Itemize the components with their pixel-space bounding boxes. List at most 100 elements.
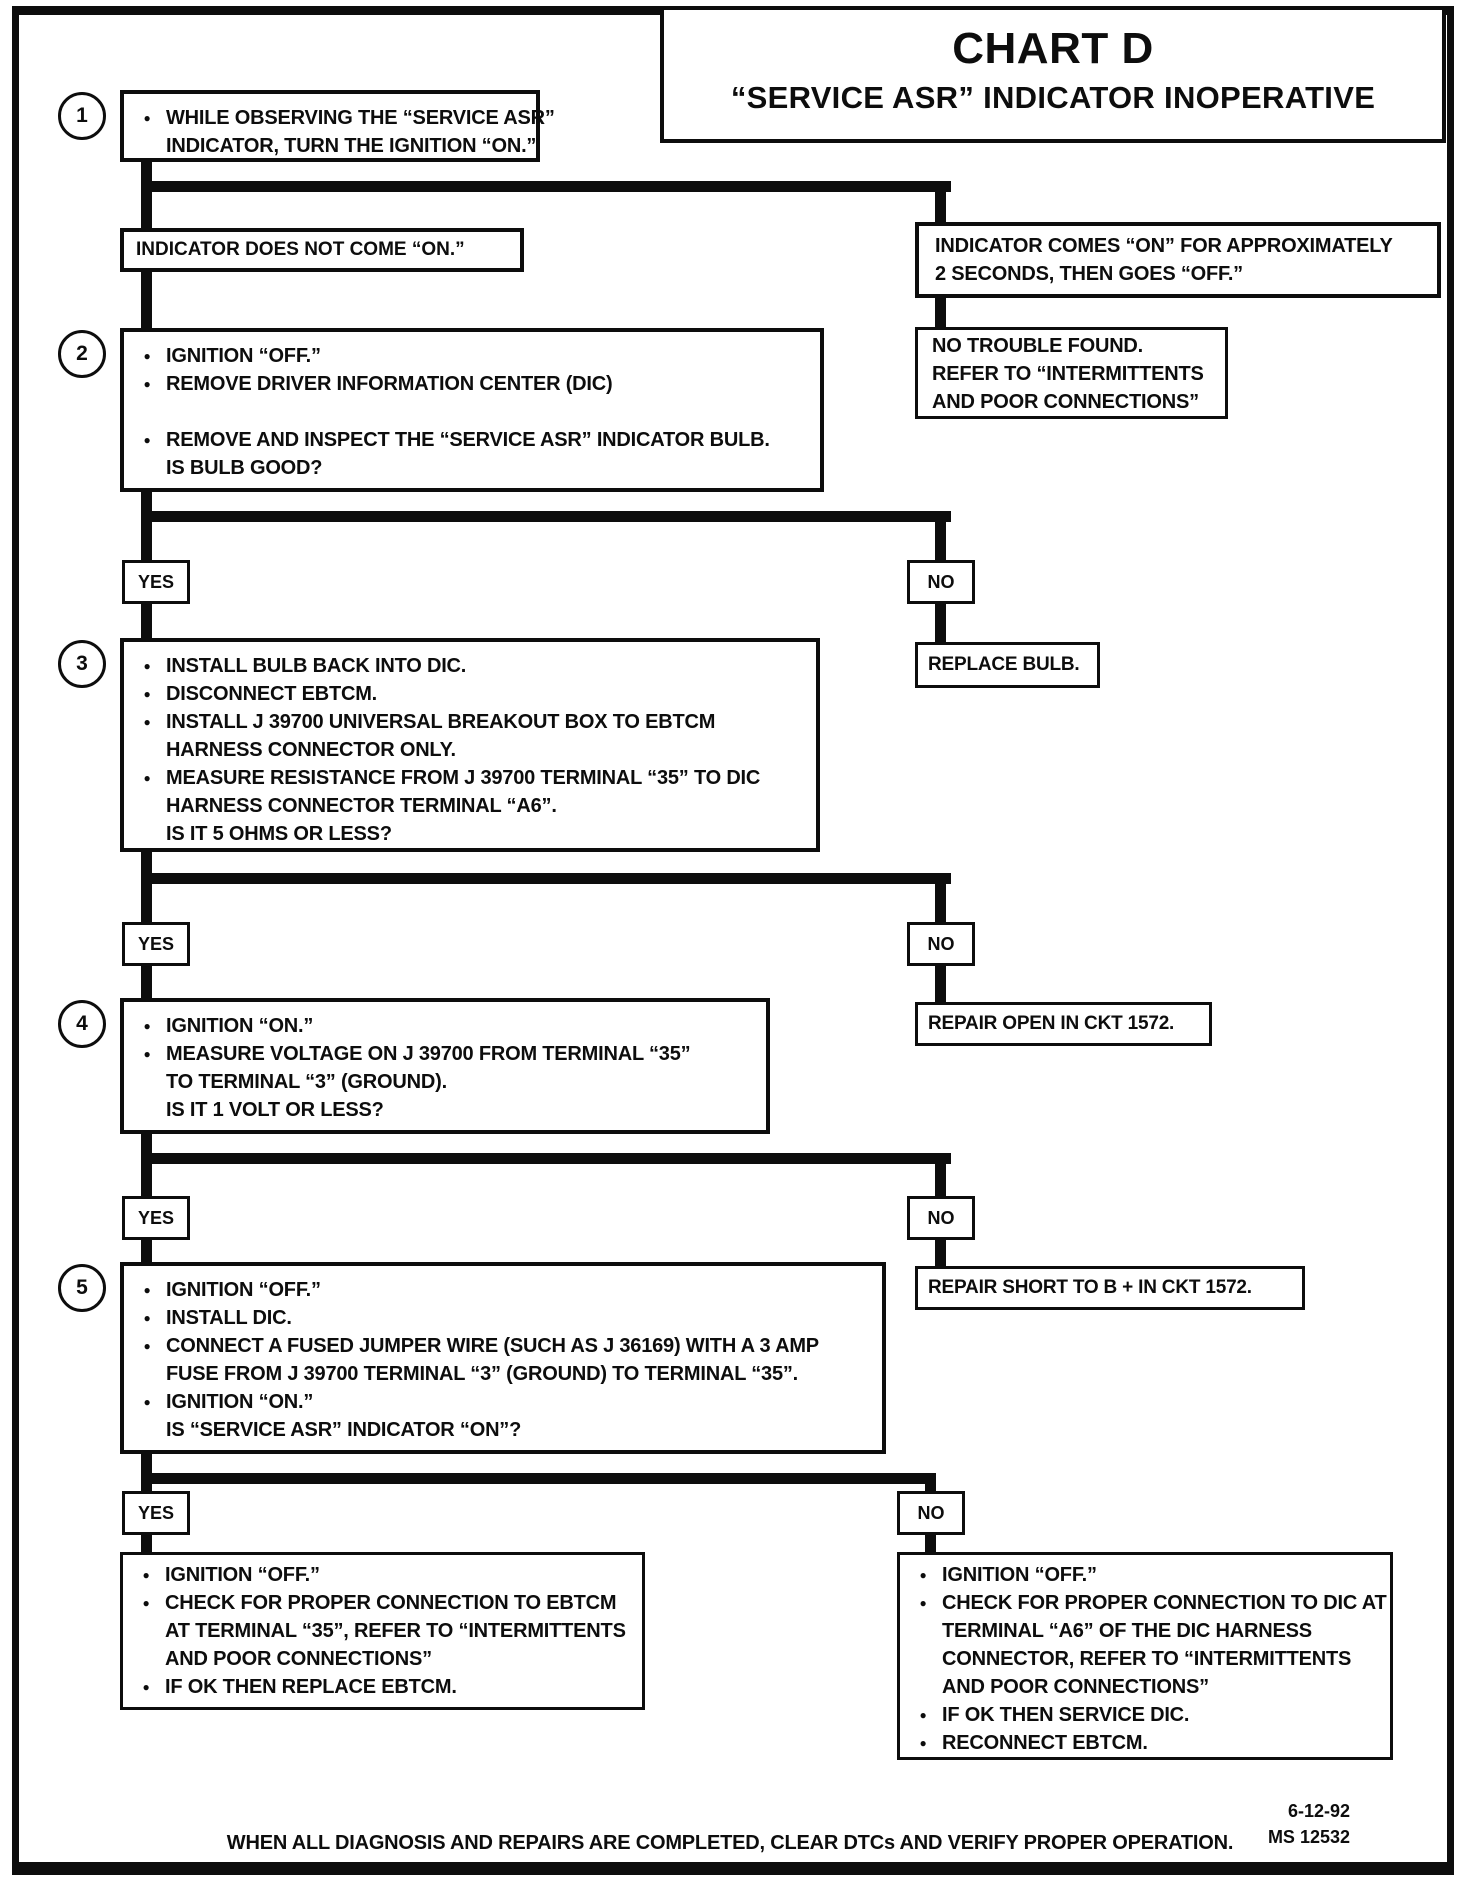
text-line-content: HARNESS CONNECTOR ONLY. [166,739,456,761]
bullet-dot-icon: ● [919,1596,927,1610]
text-line-content: 2 SECONDS, THEN GOES “OFF.” [935,263,1243,285]
connector-branch3-horizontal [141,873,951,884]
connector-branch1-right [935,192,946,222]
bullet-dot-icon: ● [143,1395,151,1409]
replace-bulb-box: REPLACE BULB. [915,642,1100,688]
text-line: ●MEASURE VOLTAGE ON J 39700 FROM TERMINA… [128,1040,754,1068]
text-line-content: IS IT 1 VOLT OR LESS? [166,1099,384,1121]
connector-step4-down [141,1132,152,1164]
bullet-dot-icon: ● [143,377,151,391]
text-line: ●RECONNECT EBTCM. [904,1729,1378,1757]
footer-doc-number: MS 12532 [1267,1827,1350,1847]
step-box-4: ●IGNITION “ON.”●MEASURE VOLTAGE ON J 397… [120,998,770,1134]
connector-branch4-horizontal [141,1153,951,1164]
bullet-dot-icon: ● [143,771,151,785]
text-line: ●IGNITION “OFF.” [127,1561,630,1589]
no-box-3: NO [907,1196,975,1240]
no-box-1: NO [907,560,975,604]
bullet-spacer [128,820,166,848]
bullet-spacer [127,1617,165,1645]
text-line [128,398,808,426]
text-line: IS BULB GOOD? [128,454,808,482]
text-line-content: REMOVE AND INSPECT THE “SERVICE ASR” IND… [166,429,770,451]
text-line-content: CHECK FOR PROPER CONNECTION TO DIC AT [942,1592,1387,1614]
bullet-spacer [904,1673,942,1701]
step-2-items: ●IGNITION “OFF.”●REMOVE DRIVER INFORMATI… [124,332,820,490]
bullet-dot-icon: ● [143,659,151,673]
text-line: HARNESS CONNECTOR TERMINAL “A6”. [128,792,804,820]
step-number-2: 2 [58,330,106,378]
text-line: TERMINAL “A6” OF THE DIC HARNESS [904,1617,1378,1645]
text-line: ● INSTALL J 39700 UNIVERSAL BREAKOUT BOX … [128,708,804,736]
bullet-dot-icon: ● [143,715,151,729]
bullet-spacer [128,1416,166,1444]
bullet-spacer [127,1645,165,1673]
text-line-content: IGNITION “ON.” [166,1015,314,1037]
text-line-content: MEASURE RESISTANCE FROM J 39700 TERMINAL… [166,767,761,789]
text-line: ● MEASURE RESISTANCE FROM J 39700 TERMINA… [128,764,804,792]
chart-title: CHART D [952,24,1154,73]
text-line-content [166,398,808,426]
footer-id-block: 6-12-92 MS 12532 [1150,1798,1350,1850]
bullet-spacer [128,792,166,820]
yes-box-4: YES [122,1491,190,1535]
text-line: ●IGNITION “ON.” [128,1388,870,1416]
yes-box-2: YES [122,922,190,966]
text-line-content: FUSE FROM J 39700 TERMINAL “3” (GROUND) … [166,1363,799,1385]
text-line-content: MEASURE VOLTAGE ON J 39700 FROM TERMINAL… [166,1043,691,1065]
step-number-3: 3 [58,640,106,688]
no-box-4: NO [897,1491,965,1535]
text-line: ● INSTALL BULB BACK INTO DIC. [128,652,804,680]
connector-yes2-down [141,966,152,998]
yes-box-3: YES [122,1196,190,1240]
step-number-1: 1 [58,92,106,140]
text-line-content: INSTALL J 39700 UNIVERSAL BREAKOUT BOX T… [166,711,716,733]
step-box-1: ● WHILE OBSERVING THE “SERVICE ASR” INDICA… [120,90,555,162]
yes-box-1: YES [122,560,190,604]
step-number-4: 4 [58,1000,106,1048]
connector-left-to-step2 [141,272,152,328]
bullet-dot-icon: ● [142,1568,150,1582]
text-line-content: HARNESS CONNECTOR TERMINAL “A6”. [166,795,557,817]
connector-branch5-right [925,1484,936,1493]
text-line-content: IS BULB GOOD? [166,457,323,479]
bullet-dot-icon: ● [143,1339,151,1353]
bullet-spacer [128,454,166,482]
connector-branch1-horizontal [141,181,951,192]
text-line: INDICATOR COMES “ON” FOR APPROXIMATELY [927,232,1429,260]
connector-branch5-left [141,1484,152,1493]
text-line: ●IGNITION “OFF.” [904,1561,1378,1589]
bullet-dot-icon: ● [143,433,151,447]
bullet-dot-icon: ● [143,1283,151,1297]
bullet-dot-icon: ● [143,111,151,125]
bullet-dot-icon: ● [919,1708,927,1722]
text-line: INDICATOR, TURN THE IGNITION “ON.” [128,132,536,160]
connector-step2-down [141,490,152,522]
text-line-content: IS “SERVICE ASR” INDICATOR “ON”? [166,1419,522,1441]
connector-branch4-left [141,1164,152,1196]
text-line: 2 SECONDS, THEN GOES “OFF.” [927,260,1429,288]
bullet-spacer [128,132,166,160]
text-line: HARNESS CONNECTOR ONLY. [128,736,804,764]
connector-branch2-left [141,522,152,560]
connector-branch3-right [935,884,946,922]
connector-no4-down [925,1535,936,1552]
bullet-spacer [128,1096,166,1124]
repair-short-box: REPAIR SHORT TO B + IN CKT 1572. [915,1266,1305,1310]
text-line-content: WHILE OBSERVING THE “SERVICE ASR” [166,107,555,129]
text-line: IS IT 1 VOLT OR LESS? [128,1096,754,1124]
text-line-content: TERMINAL “A6” OF THE DIC HARNESS [942,1620,1312,1642]
text-line-content: INSTALL BULB BACK INTO DIC. [166,655,467,677]
connector-step1-down [141,158,152,192]
text-line-content: CONNECTOR, REFER TO “INTERMITTENTS [942,1648,1352,1670]
text-line: ●IGNITION “OFF.” [128,1276,870,1304]
text-line-content: AT TERMINAL “35”, REFER TO “INTERMITTENT… [165,1620,626,1642]
connector-branch1-left [141,192,152,228]
text-line: ●IGNITION “OFF.” [128,342,808,370]
no-trouble-lines: NO TROUBLE FOUND.REFER TO “INTERMITTENTS… [918,330,1225,418]
step-1-items: ● WHILE OBSERVING THE “SERVICE ASR” INDICA… [124,94,554,168]
bullet-dot-icon: ● [919,1736,927,1750]
text-line-content: AND POOR CONNECTIONS” [165,1648,432,1670]
connector-step5-down [141,1452,152,1484]
